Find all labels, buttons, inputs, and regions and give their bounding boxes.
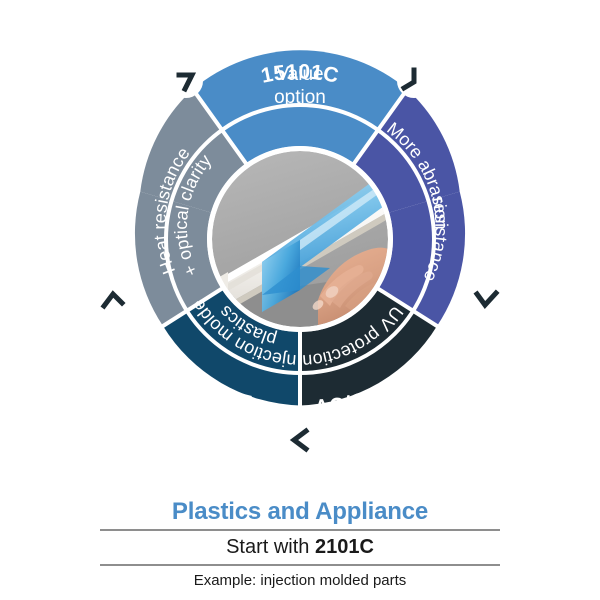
divider-top: [100, 529, 500, 531]
clock-icon: [289, 427, 310, 453]
page-title: Plastics and Appliance: [171, 498, 429, 525]
node-clock-top-right[interactable]: [397, 64, 431, 98]
wheel-segment-value-option[interactable]: [192, 50, 408, 240]
start-with-prefix: Start with: [226, 536, 315, 558]
example-line: Example: injection molded parts: [193, 572, 407, 589]
segment-top-outer: [192, 50, 408, 240]
node-clock-bottom[interactable]: [283, 423, 317, 457]
value-option-line1: Value: [276, 64, 324, 85]
segment-code-left: 1614C: [87, 180, 119, 248]
node-clock-bottom-left[interactable]: [95, 283, 129, 317]
node-clock-top-left[interactable]: [169, 64, 203, 98]
node-clock-bottom-right[interactable]: [469, 283, 503, 317]
segment-code-right: 3106C: [480, 180, 512, 248]
divider-bottom: [100, 564, 500, 566]
wheel-svg: 15101C 3106C 2AU23B/UV 2106C 1614C More …: [87, 50, 512, 457]
start-with-line: Start with 2101C: [0, 531, 600, 564]
product-wheel-diagram: 15101C 3106C 2AU23B/UV 2106C 1614C More …: [87, 50, 512, 457]
center-photo-border: [207, 146, 393, 332]
clock-icon: [473, 289, 500, 309]
clock-icon: [400, 67, 417, 92]
clock-icon: [100, 290, 126, 310]
clock-icon: [176, 72, 197, 93]
segment-desc-value-option: Value option: [0, 63, 600, 109]
value-option-line2: option: [274, 87, 326, 108]
footer-block: Plastics and Appliance Start with 2101C …: [0, 498, 600, 589]
start-with-code: 2101C: [314, 536, 374, 558]
segment-code-top: 15101C: [259, 60, 341, 87]
